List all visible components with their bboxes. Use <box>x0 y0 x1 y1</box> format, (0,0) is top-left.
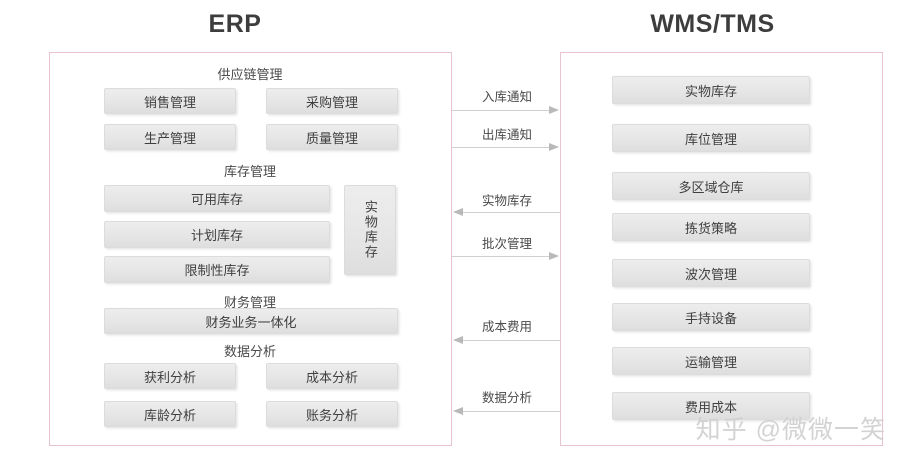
flow-label-inbound-notice: 入库通知 <box>481 90 532 104</box>
erp-item-production-management[interactable]: 生产管理 <box>104 124 236 150</box>
flow-arrow-physical-inventory <box>453 208 560 216</box>
erp-item-planned-inventory[interactable]: 计划库存 <box>104 221 330 248</box>
wms-tms-system-title: WMS/TMS <box>650 10 775 38</box>
flow-arrow-outbound-notice <box>452 143 559 151</box>
flow-label-physical-inventory: 实物库存 <box>481 194 532 208</box>
erp-item-restricted-inventory[interactable]: 限制性库存 <box>104 256 330 283</box>
erp-item-sales-management[interactable]: 销售管理 <box>104 88 236 114</box>
arrowhead-left-icon <box>453 208 463 216</box>
arrowhead-left-icon <box>453 336 463 344</box>
arrowhead-left-icon <box>453 407 463 415</box>
wms-item-physical-inventory[interactable]: 实物库存 <box>612 76 810 104</box>
wms-item-location-management[interactable]: 库位管理 <box>612 124 810 152</box>
erp-item-account-analysis[interactable]: 账务分析 <box>266 401 398 427</box>
erp-item-purchase-management[interactable]: 采购管理 <box>266 88 398 114</box>
erp-item-cost-analysis[interactable]: 成本分析 <box>266 363 398 389</box>
group-caption-inventory-management: 库存管理 <box>223 164 276 179</box>
erp-item-available-inventory[interactable]: 可用库存 <box>104 185 330 212</box>
flow-label-cost-expense: 成本费用 <box>481 320 532 334</box>
arrowhead-right-icon <box>549 106 559 114</box>
wms-item-expense-cost[interactable]: 费用成本 <box>612 392 810 420</box>
flow-arrow-data-analysis <box>453 407 560 415</box>
wms-item-picking-strategy[interactable]: 拣货策略 <box>612 213 810 241</box>
flow-label-data-analysis: 数据分析 <box>481 391 532 405</box>
erp-item-physical-inventory[interactable]: 实物库存 <box>344 185 396 275</box>
flow-arrow-cost-expense <box>453 336 560 344</box>
group-caption-supply-chain: 供应链管理 <box>217 67 283 82</box>
group-caption-data-analysis: 数据分析 <box>223 344 276 359</box>
flow-arrow-inbound-notice <box>452 106 559 114</box>
arrowhead-right-icon <box>549 252 559 260</box>
flow-label-batch-management: 批次管理 <box>481 237 532 251</box>
wms-item-transport-management[interactable]: 运输管理 <box>612 347 810 375</box>
erp-item-profit-analysis[interactable]: 获利分析 <box>104 363 236 389</box>
erp-item-quality-management[interactable]: 质量管理 <box>266 124 398 150</box>
arrowhead-right-icon <box>549 143 559 151</box>
wms-item-multi-zone-warehouse[interactable]: 多区域仓库 <box>612 172 810 200</box>
group-caption-finance-management: 财务管理 <box>223 295 276 310</box>
wms-item-wave-management[interactable]: 波次管理 <box>612 259 810 287</box>
erp-item-finance-business-integration[interactable]: 财务业务一体化 <box>104 308 398 334</box>
erp-system-title: ERP <box>208 10 262 38</box>
flow-label-outbound-notice: 出库通知 <box>481 128 532 142</box>
erp-item-inventory-age-analysis[interactable]: 库龄分析 <box>104 401 236 427</box>
flow-arrow-batch-management <box>452 252 559 260</box>
wms-item-handheld-device[interactable]: 手持设备 <box>612 303 810 331</box>
wms-tms-system-frame <box>560 52 883 446</box>
